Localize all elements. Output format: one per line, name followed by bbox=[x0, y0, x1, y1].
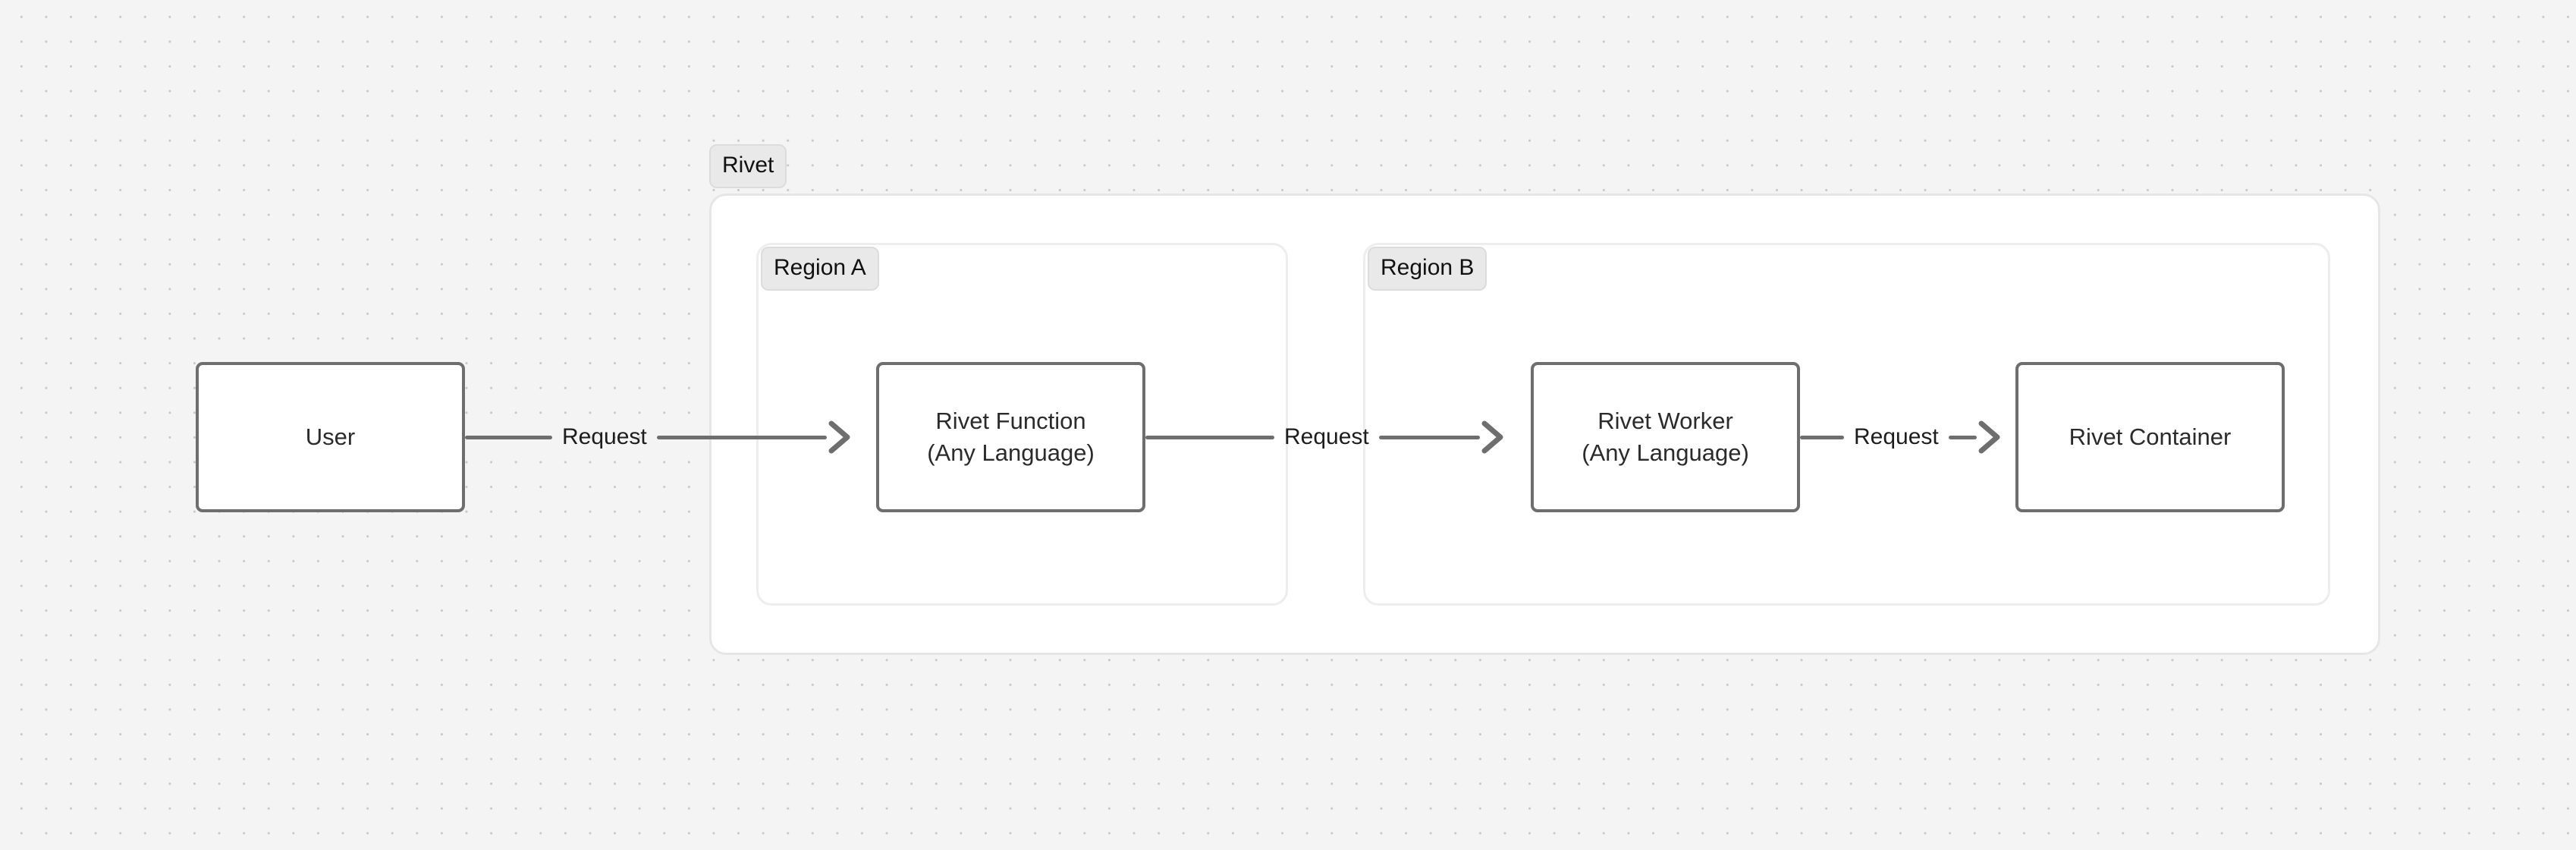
node-rivet-container-label: Rivet Container bbox=[2069, 423, 2232, 451]
node-rivet-worker[interactable]: Rivet Worker (Any Language) bbox=[1531, 362, 1800, 512]
node-user-label: User bbox=[305, 423, 356, 451]
node-rivet-function-label: Rivet Function bbox=[935, 408, 1086, 435]
group-region-a-label: Region A bbox=[761, 247, 879, 291]
node-rivet-worker-label: Rivet Worker bbox=[1597, 408, 1733, 435]
node-rivet-function[interactable]: Rivet Function (Any Language) bbox=[876, 362, 1145, 512]
edge-line-segment bbox=[465, 435, 552, 439]
edge-label-request: Request bbox=[562, 424, 647, 449]
node-rivet-worker-sublabel: (Any Language) bbox=[1582, 439, 1749, 466]
node-rivet-function-sublabel: (Any Language) bbox=[927, 439, 1095, 466]
node-user[interactable]: User bbox=[196, 362, 465, 512]
group-rivet-label: Rivet bbox=[709, 144, 787, 188]
node-rivet-container[interactable]: Rivet Container bbox=[2015, 362, 2285, 512]
group-region-b-label: Region B bbox=[1368, 247, 1487, 291]
